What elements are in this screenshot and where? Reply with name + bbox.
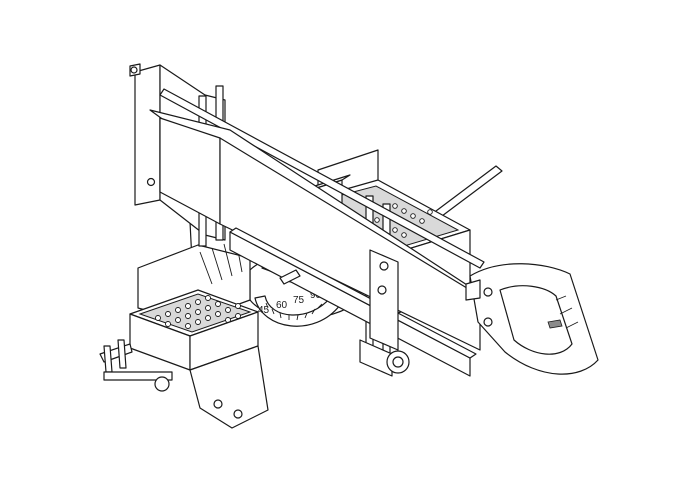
scale-label-60: 60 xyxy=(276,300,288,311)
base-foot xyxy=(189,345,269,429)
left-table xyxy=(129,221,259,371)
rear-guide-rod xyxy=(431,165,503,220)
angle-scale-ticks xyxy=(265,302,323,321)
saw-handle xyxy=(465,263,599,375)
front-clamp xyxy=(99,339,173,392)
scale-label-45: 45 xyxy=(258,305,270,316)
left-fence-slots xyxy=(199,239,243,285)
front-bracket xyxy=(359,249,410,377)
angle-lock-lever xyxy=(279,269,301,285)
upper-rod xyxy=(159,88,485,269)
scale-label-75: 75 xyxy=(293,295,305,306)
